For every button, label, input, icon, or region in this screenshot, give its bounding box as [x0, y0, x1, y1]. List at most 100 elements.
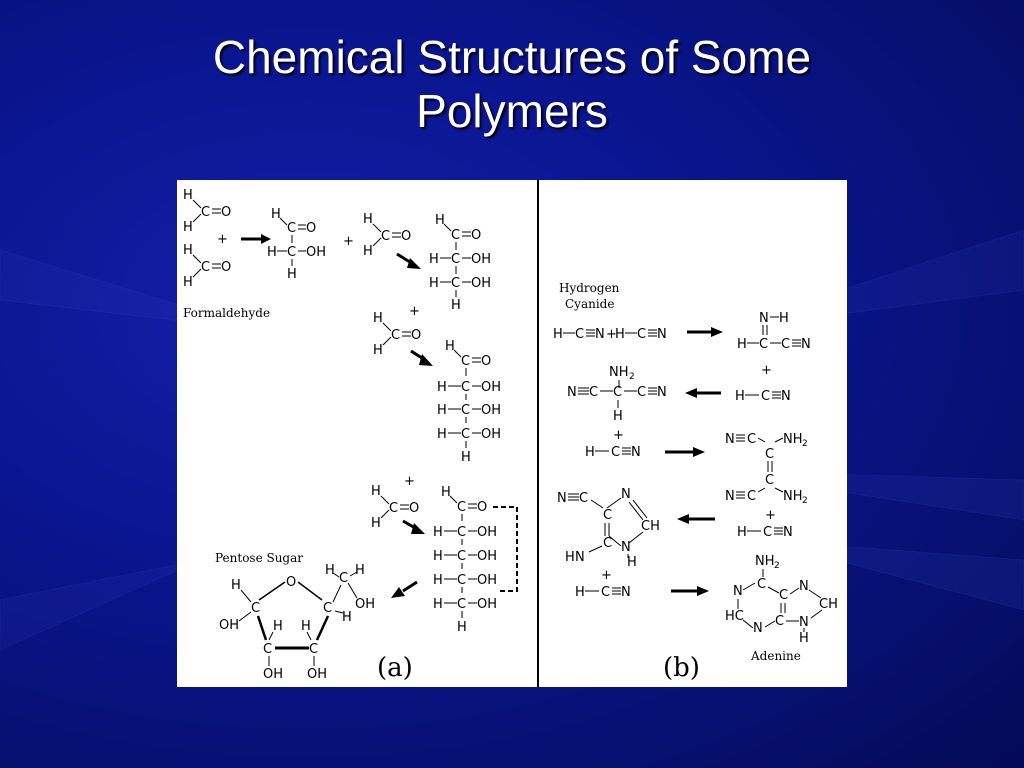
- svg-text:H: H: [445, 339, 455, 354]
- svg-text:+: +: [343, 234, 354, 249]
- svg-text:OH: OH: [481, 403, 501, 418]
- aminomalononitrile-molecule: NH 2 N C C C N H: [567, 365, 667, 424]
- svg-text:H: H: [429, 276, 439, 291]
- svg-text:H: H: [737, 525, 747, 540]
- svg-text:N: N: [575, 550, 585, 565]
- svg-text:H: H: [429, 252, 439, 267]
- svg-text:H: H: [371, 484, 381, 499]
- svg-text:H: H: [231, 578, 241, 593]
- svg-text:H: H: [565, 550, 575, 565]
- svg-text:H: H: [371, 516, 381, 531]
- svg-text:C: C: [457, 500, 466, 515]
- svg-text:H: H: [273, 619, 283, 634]
- svg-text:2: 2: [629, 372, 635, 382]
- svg-text:OH: OH: [307, 667, 327, 682]
- svg-text:C: C: [339, 571, 348, 586]
- svg-text:H: H: [585, 445, 595, 460]
- svg-text:H: H: [363, 212, 373, 227]
- reaction-arrow: [685, 388, 721, 398]
- svg-text:C: C: [201, 205, 210, 220]
- svg-text:C: C: [579, 491, 588, 506]
- svg-text:N: N: [733, 584, 743, 599]
- svg-text:N: N: [725, 489, 735, 504]
- panel-a-label: (a): [377, 653, 413, 683]
- reaction-arrow: [391, 580, 418, 598]
- svg-text:H: H: [325, 563, 335, 578]
- svg-text:H: H: [373, 343, 383, 358]
- formaldehyde-molecule: H H C O: [183, 188, 231, 235]
- svg-text:C: C: [763, 525, 772, 540]
- svg-text:H: H: [613, 409, 623, 424]
- triose-molecule: H C O H C OH H C OH H: [429, 213, 491, 313]
- svg-text:N: N: [595, 327, 605, 342]
- svg-text:2: 2: [802, 439, 808, 449]
- svg-text:H: H: [342, 610, 352, 625]
- svg-text:HC: HC: [725, 609, 744, 624]
- svg-text:C: C: [451, 252, 460, 267]
- svg-text:H: H: [737, 337, 747, 352]
- pentose-sugar-ring: O C C C C H OH H H OH: [219, 563, 375, 682]
- reaction-arrow: [241, 234, 271, 244]
- reaction-arrow: [687, 327, 723, 337]
- svg-text:C: C: [457, 573, 466, 588]
- reaction-arrow: [665, 447, 705, 457]
- svg-text:+: +: [765, 508, 776, 523]
- svg-text:C: C: [761, 389, 770, 404]
- svg-text:N: N: [621, 585, 631, 600]
- svg-text:O: O: [481, 354, 491, 369]
- svg-text:H: H: [433, 573, 443, 588]
- svg-text:H: H: [183, 188, 193, 203]
- svg-text:C: C: [613, 385, 622, 400]
- svg-text:H: H: [267, 245, 277, 260]
- svg-text:H: H: [301, 619, 311, 634]
- svg-text:N: N: [567, 385, 577, 400]
- svg-text:N: N: [783, 525, 793, 540]
- svg-text:OH: OH: [481, 427, 501, 442]
- svg-text:H: H: [433, 549, 443, 564]
- svg-text:2: 2: [774, 561, 780, 571]
- svg-text:N: N: [799, 615, 809, 630]
- iminoacetonitrile-molecule: N H H C C N: [737, 311, 811, 352]
- tetrose-molecule: H C O H C OH H C OH H: [437, 339, 501, 465]
- svg-text:C: C: [603, 508, 612, 523]
- svg-text:+: +: [606, 327, 617, 342]
- svg-text:C: C: [765, 473, 774, 488]
- formaldehyde-molecule: H H C O: [183, 243, 231, 290]
- svg-text:C: C: [381, 229, 390, 244]
- svg-text:H: H: [183, 220, 193, 235]
- svg-text:C: C: [775, 614, 784, 629]
- svg-text:C: C: [611, 445, 620, 460]
- formaldehyde-molecule: H H C O: [371, 484, 419, 531]
- svg-text:N: N: [657, 327, 667, 342]
- svg-text:C: C: [263, 642, 272, 657]
- svg-text:C: C: [603, 536, 612, 551]
- svg-text:C: C: [589, 385, 598, 400]
- hydrogen-cyanide-label-line-1: Hydrogen: [559, 281, 620, 295]
- svg-text:+: +: [601, 568, 612, 583]
- svg-text:O: O: [221, 205, 231, 220]
- svg-text:H: H: [799, 631, 809, 646]
- hcn-plus-hcn: H C N + H C N: [553, 327, 667, 342]
- svg-text:H: H: [627, 555, 637, 570]
- aminoimidazole-carbonitrile-molecule: N C C N CH N C H N: [557, 487, 660, 570]
- svg-text:OH: OH: [477, 525, 497, 540]
- svg-text:H: H: [441, 485, 451, 500]
- svg-text:O: O: [477, 500, 487, 515]
- svg-text:OH: OH: [477, 597, 497, 612]
- svg-text:C: C: [389, 501, 398, 516]
- svg-text:+: +: [409, 304, 420, 319]
- svg-text:NH: NH: [755, 554, 775, 569]
- svg-text:O: O: [286, 575, 296, 590]
- svg-text:H: H: [457, 620, 467, 635]
- formaldehyde-label: Formaldehyde: [183, 306, 270, 320]
- svg-text:+: +: [217, 232, 228, 247]
- adenine-label: Adenine: [750, 649, 801, 663]
- svg-text:O: O: [401, 229, 411, 244]
- svg-text:H: H: [461, 450, 471, 465]
- svg-text:H: H: [575, 585, 585, 600]
- adenine-molecule: NH 2 C N HC N C C N CH: [725, 554, 838, 646]
- formaldehyde-molecule: H H C O: [373, 311, 421, 358]
- svg-text:NH: NH: [783, 432, 803, 447]
- slide-title-line-2: Polymers: [416, 85, 608, 137]
- reaction-arrow: [402, 519, 425, 534]
